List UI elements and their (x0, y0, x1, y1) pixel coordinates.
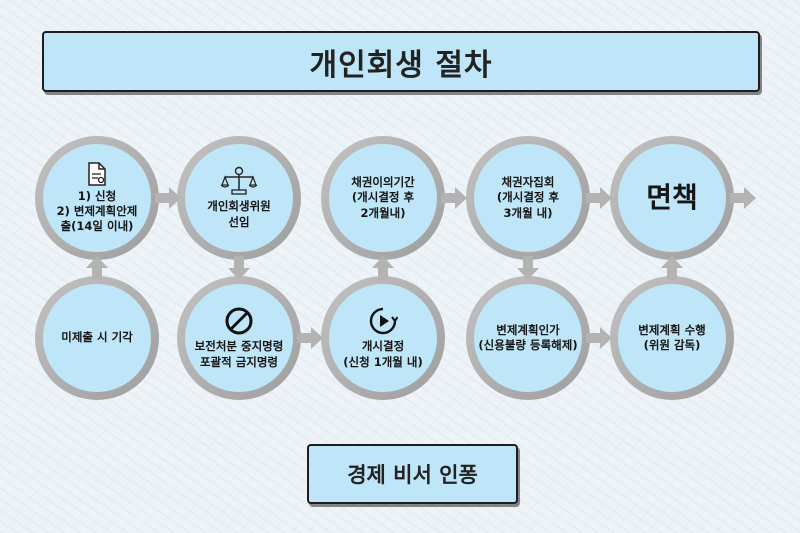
title-banner: 개인회생 절차 (42, 31, 760, 92)
arrow-right (730, 187, 756, 209)
arrow-down (517, 256, 539, 280)
arrow-right (586, 187, 612, 209)
step-application-label: 1) 신청 2) 변제계획안제 출(14일 이내) (56, 188, 138, 234)
step-commissioner: 개인회생위원 선임 (185, 144, 293, 252)
arrow-right (297, 327, 323, 349)
step-plan-execution-label: 변제계획 수행 (위원 감독) (638, 322, 706, 352)
step-creditors-meeting: 채권자집회 (개시결정 후 3개월 내) (474, 144, 582, 252)
document-icon (88, 161, 106, 186)
step-commencement: 개시결정 (신청 1개월 내) (329, 284, 437, 392)
footer-brand: 경제 비서 인퐁 (347, 463, 478, 487)
arrow-right (586, 327, 612, 349)
footer-banner: 경제 비서 인퐁 (307, 444, 518, 504)
step-dismissal-label: 미제출 시 기각 (61, 330, 133, 345)
arrow-right (441, 187, 467, 209)
step-plan-approval: 변제계획인가 (신용불량 등록해제) (474, 284, 582, 392)
arrow-right (155, 187, 181, 209)
arrow-up (86, 256, 108, 280)
step-creditors-meeting-label: 채권자집회 (개시결정 후 3개월 내) (496, 175, 560, 220)
page-title: 개인회생 절차 (309, 47, 493, 83)
arrow-up (372, 256, 394, 280)
step-dismissal: 미제출 시 기각 (43, 284, 151, 392)
step-application: 1) 신청 2) 변제계획안제 출(14일 이내) (43, 144, 151, 252)
step-discharge-label: 면책 (646, 180, 698, 214)
step-plan-execution: 변제계획 수행 (위원 감독) (618, 284, 726, 392)
step-objection-period-label: 채권이의기간 (개시결정 후 2개월내) (351, 175, 415, 220)
step-preservation-order-label: 보전처분 중지명령 포괄적 금지명령 (194, 339, 284, 369)
prohibited-icon (225, 307, 253, 335)
arrow-down (228, 256, 250, 280)
step-plan-approval-label: 변제계획인가 (신용불량 등록해제) (478, 322, 578, 352)
judge-scales-icon (220, 167, 258, 195)
play-cycle-icon (369, 308, 398, 335)
step-discharge: 면책 (618, 144, 726, 252)
step-commissioner-label: 개인회생위원 선임 (207, 199, 271, 229)
step-objection-period: 채권이의기간 (개시결정 후 2개월내) (329, 144, 437, 252)
step-preservation-order: 보전처분 중지명령 포괄적 금지명령 (185, 284, 293, 392)
step-commencement-label: 개시결정 (신청 1개월 내) (343, 339, 423, 369)
arrow-up (661, 256, 683, 280)
